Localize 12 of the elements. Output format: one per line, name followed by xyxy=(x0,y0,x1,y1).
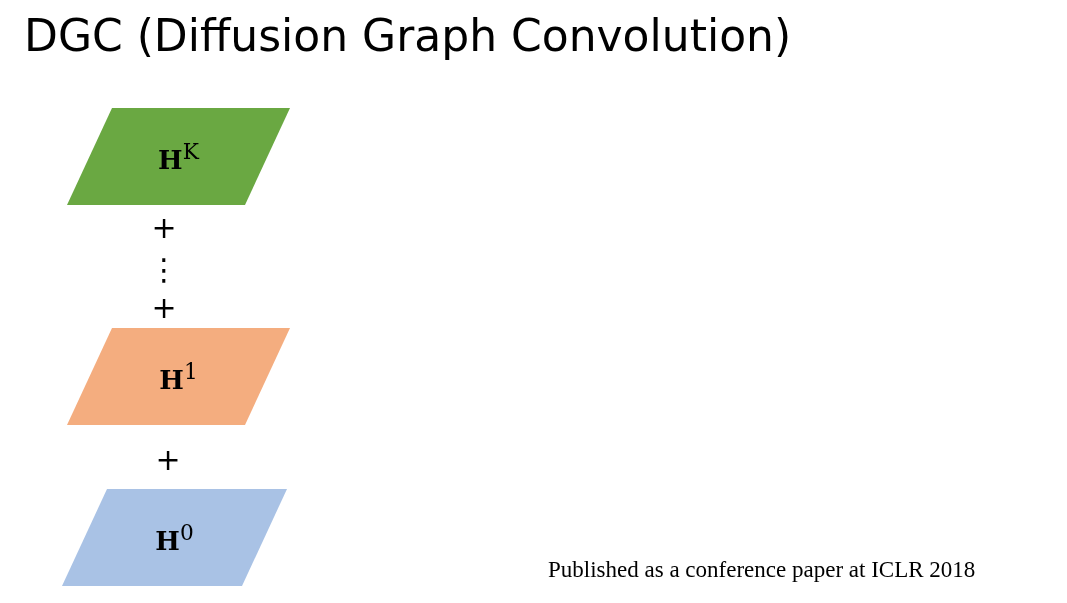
parallelogram-box xyxy=(67,108,290,205)
parallelogram-box xyxy=(62,489,287,586)
matrix-label: H$^{K}$ xyxy=(158,138,199,175)
parallelogram-box xyxy=(67,328,290,425)
ellipsis-sign: ⋮ xyxy=(149,254,179,286)
matrix-label: H$^{1}$ xyxy=(159,358,198,395)
plus-sign: + xyxy=(155,444,181,476)
citation-note: Published as a conference paper at ICLR 2018 xyxy=(548,557,976,583)
plus-sign: + xyxy=(151,292,177,324)
title: DGC (Diffusion Graph Convolution) xyxy=(24,9,792,63)
plus-sign: + xyxy=(151,212,177,244)
matrix-label: H$^{0}$ xyxy=(155,519,194,556)
